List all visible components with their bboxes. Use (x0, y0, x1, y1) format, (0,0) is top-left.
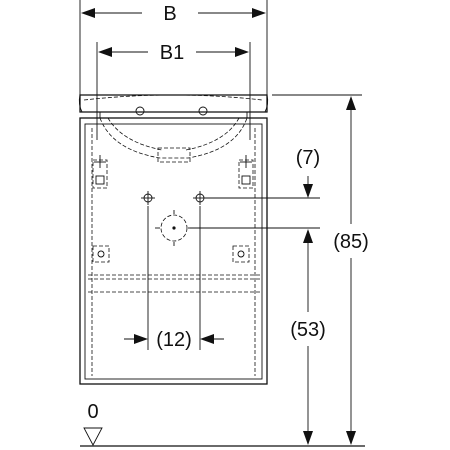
floor-level: 0 (80, 401, 365, 447)
mounting-bracket-left-lower (92, 245, 110, 263)
inner-width-label: B1 (160, 42, 184, 64)
total-height-dimension: (85) (272, 94, 369, 445)
inner-width-dimension: B1 (96, 42, 251, 140)
total-height-label: (85) (333, 231, 369, 253)
drain-connection-icon (155, 210, 193, 246)
drain-height-label: (53) (290, 319, 326, 341)
hole-spacing-dimension: (12) (124, 206, 224, 351)
mounting-bracket-right-upper (238, 155, 254, 189)
mounting-bracket-left-upper (92, 155, 108, 189)
width-label: B (163, 3, 176, 25)
cabinet-body (79, 117, 268, 385)
floor-level-label: 0 (87, 401, 98, 423)
top-offset-label: (7) (296, 147, 320, 169)
water-supply-right-icon (193, 191, 207, 205)
water-supply-left-icon (141, 191, 155, 205)
top-offset-dimension: (7) (205, 147, 320, 199)
hole-spacing-label: (12) (156, 329, 192, 351)
width-dimension: B (79, 0, 268, 100)
mounting-bracket-right-lower (232, 245, 250, 263)
washbasin (78, 94, 269, 163)
drain-height-dimension: (53) (190, 227, 326, 445)
